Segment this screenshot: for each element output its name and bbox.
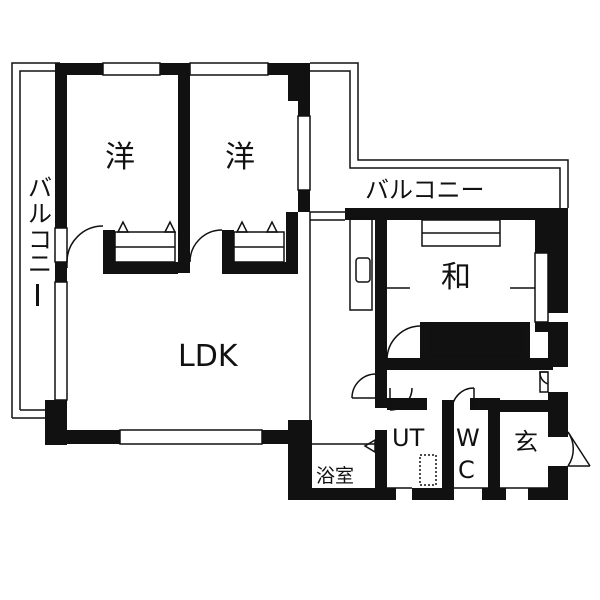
room-label-wc-bottom: C — [458, 456, 475, 484]
balcony-label-left-dash — [36, 284, 39, 306]
balcony-outline — [11, 62, 569, 419]
walls — [45, 63, 568, 500]
room-label-entrance: 玄 — [514, 428, 538, 456]
room-label-bath: 浴室 — [316, 465, 354, 487]
room-label-utility: UT — [392, 424, 425, 452]
room-label-western-1: 洋 — [105, 140, 135, 175]
balcony-label-left-2: ル — [28, 200, 52, 228]
room-label-ldk: LDK — [178, 339, 239, 374]
balcony-label-top: バルコニー — [365, 176, 485, 204]
balcony-label-left-1: バ — [28, 174, 52, 202]
room-label-japanese: 和 — [441, 260, 471, 295]
balcony-label-left-4: ニ — [28, 250, 52, 278]
balcony-label-left-3: コ — [28, 226, 52, 254]
room-label-western-2: 洋 — [225, 140, 255, 175]
room-label-wc-top: W — [456, 424, 480, 452]
fixtures — [54, 62, 591, 489]
